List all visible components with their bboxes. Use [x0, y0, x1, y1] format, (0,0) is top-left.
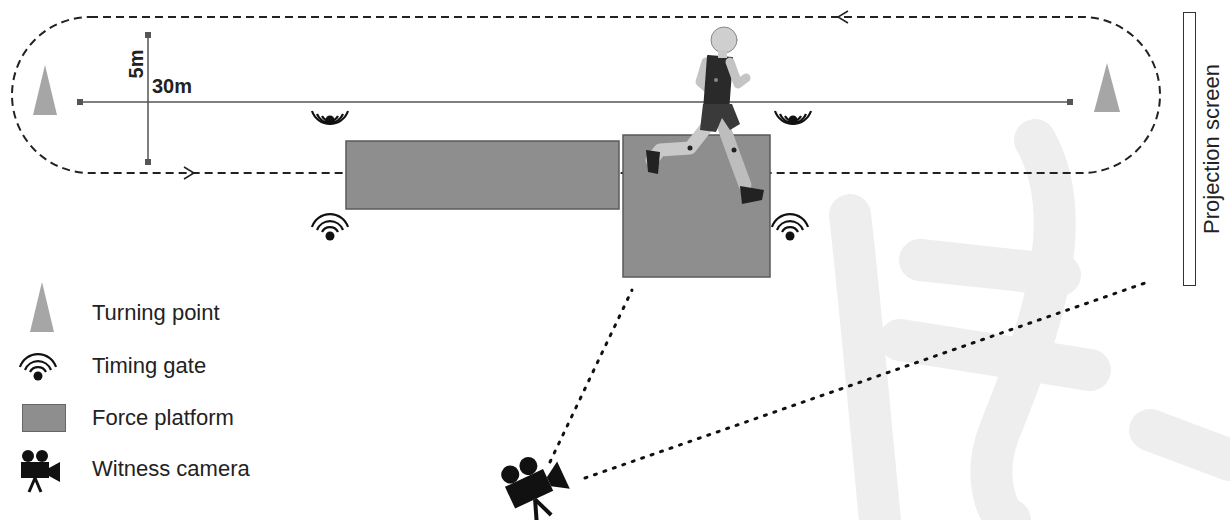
- legend-cone-symbol: [30, 282, 54, 332]
- screen-outline: [1183, 12, 1196, 286]
- camera-view-line: [550, 290, 632, 462]
- dimension-label: 30m: [152, 75, 192, 98]
- dimension-end: [77, 99, 83, 105]
- watermark: [850, 140, 1230, 520]
- timing-gate: [312, 214, 348, 240]
- screen-label: Projection screen: [1199, 64, 1224, 234]
- camera-view-line: [585, 283, 1145, 478]
- legend-label: Force platform: [92, 405, 234, 430]
- dimension-end: [145, 32, 151, 38]
- legend-swatch: [22, 404, 66, 432]
- force-platform: [346, 141, 619, 209]
- dimension-line: [80, 101, 1070, 103]
- witness-camera: [497, 446, 576, 520]
- timing-gate: [312, 111, 348, 125]
- turning-cone: [33, 65, 57, 115]
- dimension-end: [1067, 99, 1073, 105]
- timing-gate: [775, 111, 811, 125]
- dimension-label: 5m: [125, 50, 148, 79]
- turning-cone: [1094, 63, 1120, 112]
- runner-figure: [646, 27, 764, 204]
- direction-arrow: [838, 11, 848, 23]
- legend-label: Timing gate: [92, 353, 206, 378]
- dimension-line: [147, 35, 149, 162]
- projection-screen: Projection screen: [1182, 12, 1228, 286]
- dimension-end: [145, 159, 151, 165]
- direction-arrow: [184, 167, 194, 179]
- force-platform: [623, 135, 770, 277]
- legend-gate-symbol: [20, 354, 56, 380]
- legend-camera-symbol: [21, 450, 60, 492]
- legend-label: Witness camera: [92, 456, 250, 481]
- timing-gate: [772, 214, 808, 240]
- legend-label: Turning point: [92, 300, 220, 325]
